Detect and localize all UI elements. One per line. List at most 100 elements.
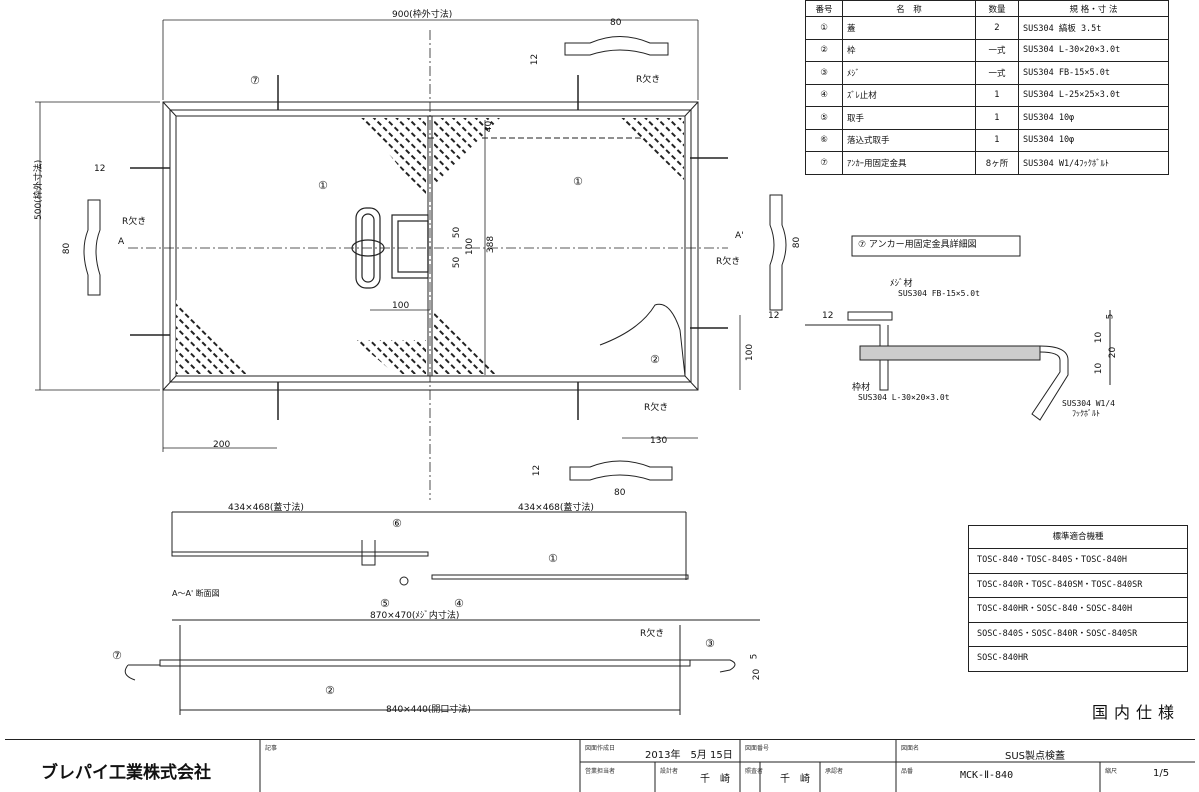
part-spec: SUS304 L-30×20×3.0t — [1018, 38, 1169, 62]
part-mark-1: ① — [573, 175, 583, 188]
dim-opening: 840×440(開口寸法) — [386, 705, 471, 715]
anchor-label-frame: 枠材 — [852, 383, 871, 393]
part-name: 落込式取手 — [842, 128, 976, 152]
dim-40: 40 — [484, 120, 495, 133]
anchor-dim: 10 — [1094, 362, 1105, 375]
label-checked: 照査者 — [745, 768, 764, 775]
anchor-label-frame-spec: SUS304 L-30×20×3.0t — [858, 393, 950, 402]
r-label: R欠き — [644, 403, 669, 413]
dim-12d: 12 — [532, 464, 543, 477]
part-no: ⑥ — [805, 128, 843, 152]
parts-table: 番号 名 称 数量 規 格・寸 法 ① 蓋 2 SUS304 縞板 3.5t ②… — [805, 0, 1169, 175]
r-label: R欠き — [636, 75, 661, 85]
model-number: MCK-Ⅱ-840 — [960, 770, 1014, 781]
part-no: ⑤ — [805, 106, 843, 130]
dim-100c: 100 — [745, 343, 756, 362]
part-mark-7: ⑦ — [112, 649, 122, 662]
table-row: ④ ｽﾞﾚ止材 1 SUS304 L-25×25×3.0t — [805, 83, 1169, 107]
compatible-models-box: 標準適合機種 TOSC-840・TOSC-840S・TOSC-840H TOSC… — [968, 525, 1188, 672]
part-spec: SUS304 10φ — [1018, 106, 1169, 130]
frame-outer — [162, 101, 699, 391]
part-mark-4: ④ — [454, 597, 464, 610]
list-item: TOSC-840・TOSC-840S・TOSC-840H — [969, 548, 1187, 573]
anchor-dim: 5 — [1105, 313, 1116, 320]
models-title: 標準適合機種 — [1052, 532, 1104, 542]
part-spec: SUS304 L-25×25×3.0t — [1018, 83, 1169, 107]
checked-by: 千 崎 — [780, 774, 810, 785]
part-no: ① — [805, 16, 843, 40]
anchor-detail-title-box — [851, 235, 1021, 257]
part-no: ② — [805, 38, 843, 62]
list-item: SOSC-840HR — [969, 646, 1187, 671]
part-qty: 1 — [975, 106, 1019, 130]
dim-cover-left: 434×468(蓋寸法) — [228, 503, 304, 513]
anchor-label-bolt2: ﾌｯｸﾎﾞﾙﾄ — [1072, 409, 1100, 418]
table-row: ⑥ 落込式取手 1 SUS304 10φ — [805, 128, 1169, 152]
drawn-by: 千 崎 — [700, 774, 730, 785]
dim-50a: 50 — [452, 226, 463, 239]
label-drawing-no: 図面番号 — [745, 745, 770, 752]
r-label: R欠き — [640, 629, 665, 639]
dim-80-bottom: 80 — [614, 488, 626, 498]
anchor-detail-title: ⑦ アンカー用固定金具詳細図 — [858, 240, 977, 250]
section-mark-a2: A' — [735, 231, 744, 241]
dim-80-left: 80 — [62, 242, 73, 255]
anchor-label-meji: ﾒｼﾞ材 — [890, 279, 913, 289]
part-qty: 一式 — [975, 38, 1019, 62]
part-name: ﾒｼﾞ — [842, 61, 976, 85]
section-dim-5: 5 — [749, 653, 760, 660]
company-name: ブレパイ工業株式会社 — [41, 763, 211, 783]
part-no: ⑦ — [805, 151, 843, 175]
table-row: ② 枠 一式 SUS304 L-30×20×3.0t — [805, 38, 1169, 62]
part-spec: SUS304 W1/4ﾌｯｸﾎﾞﾙﾄ — [1018, 151, 1169, 175]
label-approved: 承認者 — [825, 768, 844, 775]
table-row: ⑦ ｱﾝｶｰ用固定金具 8ヶ所 SUS304 W1/4ﾌｯｸﾎﾞﾙﾄ — [805, 151, 1169, 175]
handle-recess — [391, 214, 429, 279]
label-sales: 営業担当者 — [585, 768, 616, 775]
anchor-dim: 20 — [1108, 346, 1119, 359]
dim-100a: 100 — [465, 237, 476, 256]
label-note: 記事 — [265, 745, 278, 752]
part-no: ③ — [805, 61, 843, 85]
dim-200: 200 — [213, 440, 231, 450]
parts-header-qty: 数量 — [975, 0, 1019, 17]
anchor-label-meji-spec: SUS304 FB-15×5.0t — [898, 289, 980, 298]
label-drawn: 設計者 — [660, 768, 679, 775]
part-name: ｱﾝｶｰ用固定金具 — [842, 151, 976, 175]
part-no: ④ — [805, 83, 843, 107]
dim-12c: 12 — [768, 311, 780, 321]
part-mark-5: ⑤ — [380, 597, 390, 610]
label-date: 図面作成日 — [585, 745, 616, 752]
part-name: 蓋 — [842, 16, 976, 40]
dim-12b: 12 — [530, 53, 541, 66]
part-name: 取手 — [842, 106, 976, 130]
dim-100b: 100 — [392, 301, 410, 311]
title-block: ブレパイ工業株式会社 記事 図面作成日 2013年 5月 15日 図面番号 図面… — [5, 739, 1195, 792]
list-item: SOSC-840S・SOSC-840R・SOSC-840SR — [969, 621, 1187, 647]
r-label: R欠き — [716, 257, 741, 267]
scale: 1/5 — [1153, 768, 1170, 779]
part-name: 枠 — [842, 38, 976, 62]
part-mark-7: ⑦ — [250, 74, 260, 87]
list-item: TOSC-840HR・SOSC-840・SOSC-840H — [969, 597, 1187, 622]
part-name: ｽﾞﾚ止材 — [842, 83, 976, 107]
part-mark-1: ① — [318, 179, 328, 192]
part-spec: SUS304 縞板 3.5t — [1018, 16, 1169, 40]
part-qty: 一式 — [975, 61, 1019, 85]
parts-header-no: 番号 — [805, 0, 843, 17]
part-qty: 2 — [975, 16, 1019, 40]
list-item: TOSC-840R・TOSC-840SM・TOSC-840SR — [969, 572, 1187, 598]
part-mark-1: ① — [548, 552, 558, 565]
part-qty: 1 — [975, 83, 1019, 107]
table-row: ⑤ 取手 1 SUS304 10φ — [805, 106, 1169, 130]
r-label: R欠き — [122, 217, 147, 227]
section-dim-20: 20 — [752, 668, 763, 681]
dim-388: 388 — [486, 235, 497, 254]
dim-80-right: 80 — [792, 236, 803, 249]
label-model: 品番 — [901, 768, 914, 775]
part-spec: SUS304 FB-15×5.0t — [1018, 61, 1169, 85]
dim-80-top: 80 — [610, 18, 622, 28]
part-qty: 1 — [975, 128, 1019, 152]
label-scale: 縮尺 — [1105, 768, 1118, 775]
